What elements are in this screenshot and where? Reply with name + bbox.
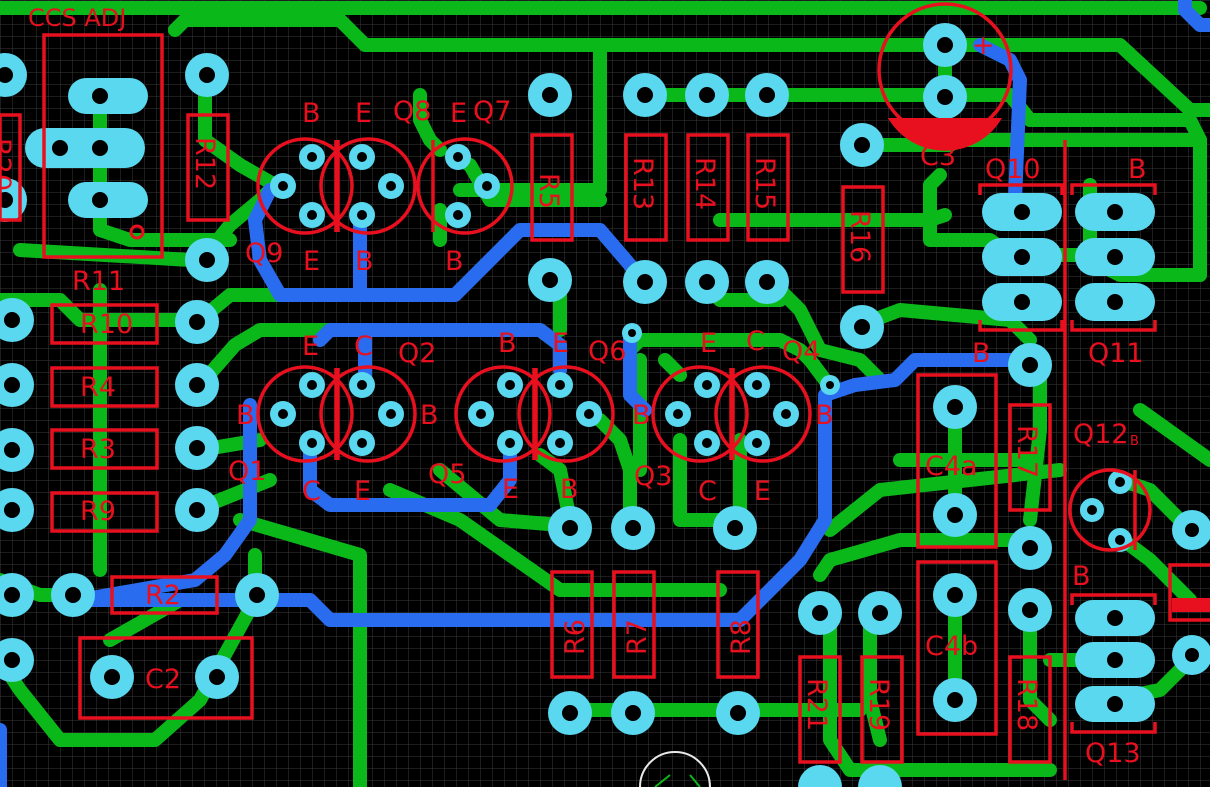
r21-label: R21 — [801, 678, 832, 731]
q5-label: Q5 — [428, 459, 466, 490]
q7-label: Q7 — [473, 96, 511, 127]
q13-label: Q13 — [1085, 738, 1141, 769]
q13-b-label: B — [1072, 561, 1091, 592]
r7-outline — [612, 570, 656, 679]
c3-label: C3 — [920, 141, 956, 172]
c2-outline — [78, 636, 254, 720]
q12-b-label: B — [1130, 434, 1139, 449]
q2-c-top-label: C — [354, 331, 373, 362]
q4-c-top-label: C — [746, 326, 765, 357]
q5-b-top-label: B — [498, 328, 517, 359]
r8-outline — [716, 570, 760, 679]
q10-b-label: B — [1128, 154, 1147, 185]
q6-e-top-label: E — [552, 328, 569, 359]
r9-label: R9 — [80, 496, 116, 527]
r14-outline — [686, 133, 730, 242]
q4-b-side-label: B — [815, 400, 834, 431]
r20-partial-label: R20 — [0, 138, 16, 191]
q9-label: Q9 — [245, 238, 283, 269]
ccs-adj-label: CCS ADJ — [28, 4, 126, 32]
r18-outline — [1008, 655, 1052, 764]
q12-outline — [1068, 468, 1152, 552]
r13-outline — [624, 133, 668, 242]
transistor-pads — [270, 144, 1132, 552]
r6-outline — [550, 570, 594, 679]
q8-label: Q8 — [393, 96, 431, 127]
r12-outline — [186, 113, 230, 222]
q8-b-bottom-label: B — [355, 246, 374, 277]
r7-label: R7 — [622, 619, 653, 655]
r19-outline — [860, 655, 904, 764]
r10-label: R10 — [80, 309, 133, 340]
q2-label: Q2 — [398, 338, 436, 369]
r17-label: R17 — [1011, 425, 1042, 478]
q7-e-top-label: E — [450, 98, 467, 129]
r18-label: R18 — [1011, 678, 1042, 731]
r14-label: R14 — [689, 157, 720, 210]
q2-b-side-label: B — [420, 400, 439, 431]
q3-e-top-label: E — [700, 328, 717, 359]
r5-label: R5 — [533, 173, 564, 209]
r6-label: R6 — [560, 619, 591, 655]
r11-label: R11 — [72, 266, 125, 297]
q4-label: Q4 — [782, 336, 820, 367]
q1-b-side-label: B — [236, 400, 255, 431]
q11-b-label: B — [972, 338, 991, 369]
c4b-label: C4b — [925, 631, 978, 662]
r2-label: R2 — [145, 580, 181, 611]
r9-outline — [50, 491, 159, 533]
c4a-outline — [916, 373, 998, 549]
q10-label: Q10 — [985, 154, 1041, 185]
r16-outline — [841, 185, 885, 294]
c4a-label: C4a — [925, 451, 978, 482]
q11-label: Q11 — [1088, 338, 1144, 369]
pads — [0, 23, 1210, 787]
r8-label: R8 — [726, 619, 757, 655]
r2-outline — [110, 575, 219, 615]
r3-label: R3 — [80, 434, 116, 465]
q6-b-bottom-label: B — [560, 474, 579, 505]
r21-outline — [798, 655, 842, 764]
r15-outline — [746, 133, 790, 242]
c3-plus-label: + — [972, 30, 995, 61]
q9-b-top-label: B — [302, 98, 321, 129]
r20-partial-outline — [0, 113, 22, 222]
r15-label: R15 — [749, 157, 780, 210]
q3-label: Q3 — [634, 461, 672, 492]
q6-label: Q6 — [588, 336, 626, 367]
q4-e-bottom-label: E — [754, 476, 771, 507]
r13-label: R13 — [627, 157, 658, 210]
c2-label: C2 — [145, 664, 181, 695]
q7-b-bottom-label: B — [445, 246, 464, 277]
r19-label: R19 — [863, 678, 894, 731]
q1-label: Q1 — [228, 456, 266, 487]
q5-e-bottom-label: E — [502, 474, 519, 505]
q1-c-bottom-label: C — [302, 476, 321, 507]
q3-b-side-label: B — [632, 400, 651, 431]
r17-outline — [1008, 403, 1052, 512]
r5-outline — [530, 133, 574, 242]
r16-label: R16 — [844, 210, 875, 263]
q1-e-top-label: E — [302, 331, 319, 362]
q3-c-bottom-label: C — [698, 476, 717, 507]
silkscreen-labels: CCS ADJ R11 R10 R4 R3 R9 R2 C2 R12 R20 R… — [0, 4, 1147, 769]
r12-label: R12 — [189, 137, 220, 190]
q9-e-bottom-label: E — [303, 246, 320, 277]
c4b-outline — [916, 560, 998, 736]
q2-e-bottom-label: E — [354, 476, 371, 507]
q12-label: Q12 — [1073, 419, 1129, 450]
r4-outline — [50, 366, 159, 408]
r3-outline — [50, 428, 159, 470]
r4-label: R4 — [80, 372, 116, 403]
r10-outline — [50, 303, 159, 345]
ccs-adj-outline — [42, 33, 164, 259]
q8-e-top-label: E — [355, 98, 372, 129]
